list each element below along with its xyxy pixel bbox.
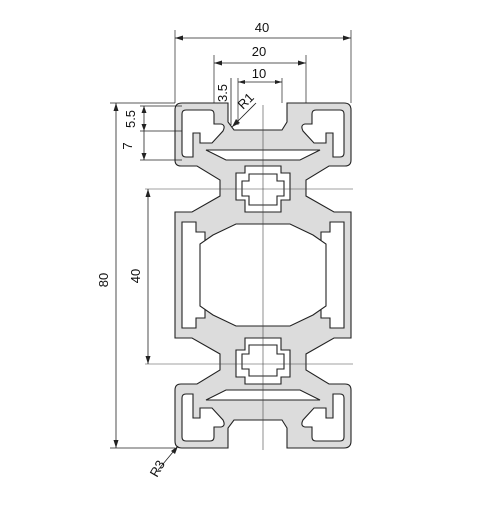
dim-text-slot-20: 20 <box>252 44 266 59</box>
dim-text-slot-10: 10 <box>252 66 266 81</box>
dim-text-width-40: 40 <box>255 20 269 35</box>
dim-text-height-40: 40 <box>128 269 143 283</box>
pocket-top-left <box>181 109 225 158</box>
pocket-mid-left <box>181 221 206 329</box>
dim-text-depth-7: 7 <box>120 142 135 149</box>
dim-text-depth-5-5: 5.5 <box>123 110 138 128</box>
pocket-mid-right <box>320 221 345 329</box>
dim-text-r3: R3 <box>147 458 168 480</box>
pocket-top-right <box>301 109 345 158</box>
pocket-bottom-left <box>181 393 225 442</box>
dim-text-height-80: 80 <box>96 273 111 287</box>
dim-text-depth-3-5: 3.5 <box>215 84 230 102</box>
pocket-bottom-right <box>301 393 345 442</box>
